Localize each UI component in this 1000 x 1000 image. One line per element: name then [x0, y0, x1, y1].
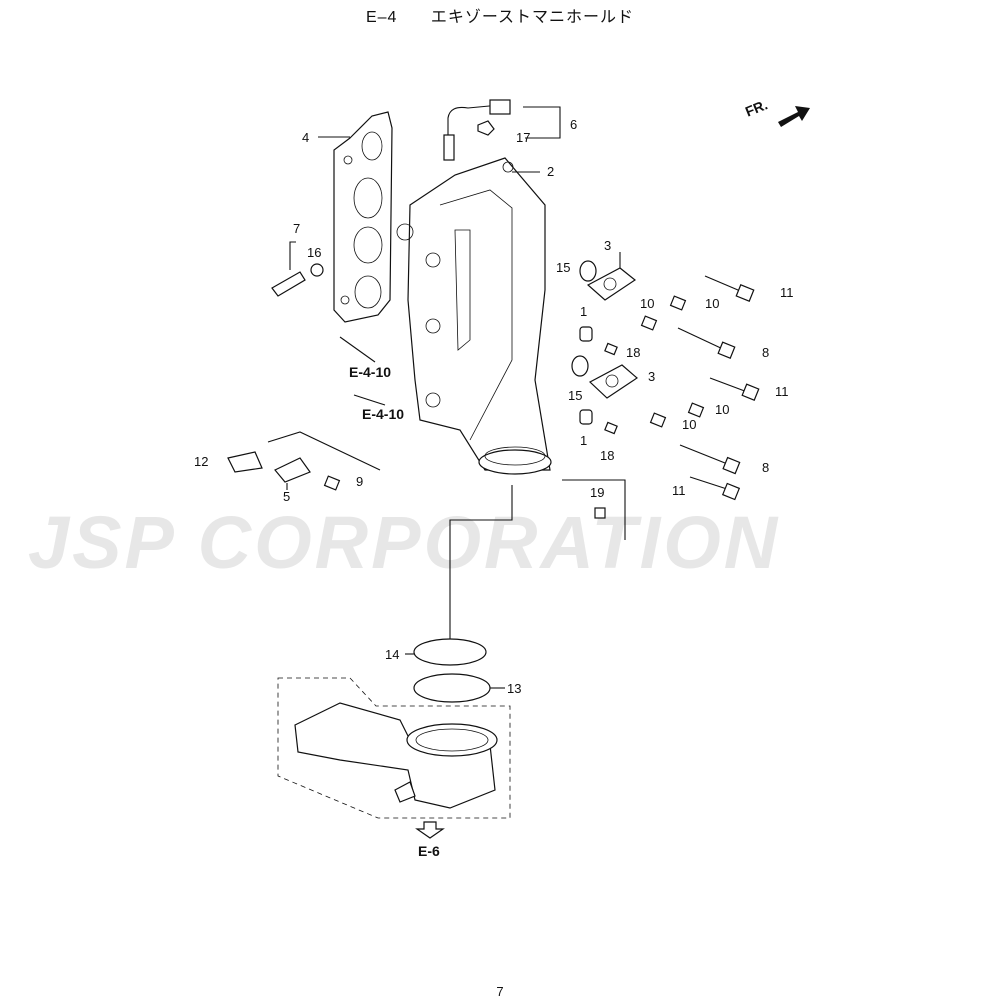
- bracket-part: [274, 457, 311, 483]
- callout-10b: 10: [640, 296, 654, 311]
- flange-part-upper: [586, 267, 637, 301]
- clamp-part: [227, 451, 263, 473]
- exhaust-sensor-part: [443, 99, 511, 161]
- callout-8b: 8: [762, 460, 769, 475]
- reference-label-c: E-6: [418, 843, 440, 859]
- flange-part-lower: [588, 364, 638, 399]
- callout-6: 6: [570, 117, 577, 132]
- assembly-dashed-box: [277, 677, 511, 819]
- callout-9: 9: [356, 474, 363, 489]
- page-number: 7: [496, 984, 504, 999]
- callout-10c: 10: [715, 402, 729, 417]
- section-code: E–4: [365, 9, 398, 26]
- front-arrow-icon: [778, 106, 810, 127]
- callout-10d: 10: [682, 417, 696, 432]
- collar-lower: [579, 409, 593, 425]
- callout-4: 4: [302, 130, 309, 145]
- down-arrow-icon: [415, 821, 445, 839]
- o-ring-lower: [571, 355, 589, 377]
- callout-11a: 11: [780, 285, 794, 300]
- callout-7: 7: [293, 221, 300, 236]
- page-title: E–4 エキゾーストマニホールド: [0, 3, 1000, 27]
- collar-upper: [579, 326, 593, 342]
- callout-3a: 3: [604, 238, 611, 253]
- callout-10a: 10: [705, 296, 719, 311]
- callout-15b: 15: [568, 388, 582, 403]
- reference-label-b: E-4-10: [362, 406, 404, 422]
- o-ring-part-14: [413, 638, 487, 666]
- o-ring-upper: [579, 260, 597, 282]
- callout-13: 13: [507, 681, 521, 696]
- callout-2: 2: [547, 164, 554, 179]
- callout-5: 5: [283, 489, 290, 504]
- exhaust-manifold-part: [396, 157, 552, 475]
- callout-19: 19: [590, 485, 604, 500]
- watermark-text: JSP CORPORATION: [28, 501, 781, 584]
- callout-18a: 18: [626, 345, 640, 360]
- callout-12: 12: [194, 454, 208, 469]
- bolt-set: [323, 275, 760, 519]
- o-ring-part-13: [413, 673, 491, 703]
- section-title: エキゾーストマニホールド: [430, 9, 635, 26]
- callout-3b: 3: [648, 369, 655, 384]
- reference-label-a: E-4-10: [349, 364, 391, 380]
- exhaust-housing-part: [294, 702, 498, 809]
- callout-18b: 18: [600, 448, 614, 463]
- callout-16: 16: [307, 245, 321, 260]
- callout-17: 17: [516, 130, 530, 145]
- callout-11b: 11: [775, 384, 789, 399]
- leader-lines: [267, 106, 626, 689]
- gasket-part: [333, 111, 393, 323]
- callout-8a: 8: [762, 345, 769, 360]
- callout-11c: 11: [672, 483, 686, 498]
- callout-15a: 15: [556, 260, 570, 275]
- callout-1b: 1: [580, 433, 587, 448]
- sensor-part-7: [271, 263, 324, 297]
- callout-14: 14: [385, 647, 399, 662]
- callout-1a: 1: [580, 304, 587, 319]
